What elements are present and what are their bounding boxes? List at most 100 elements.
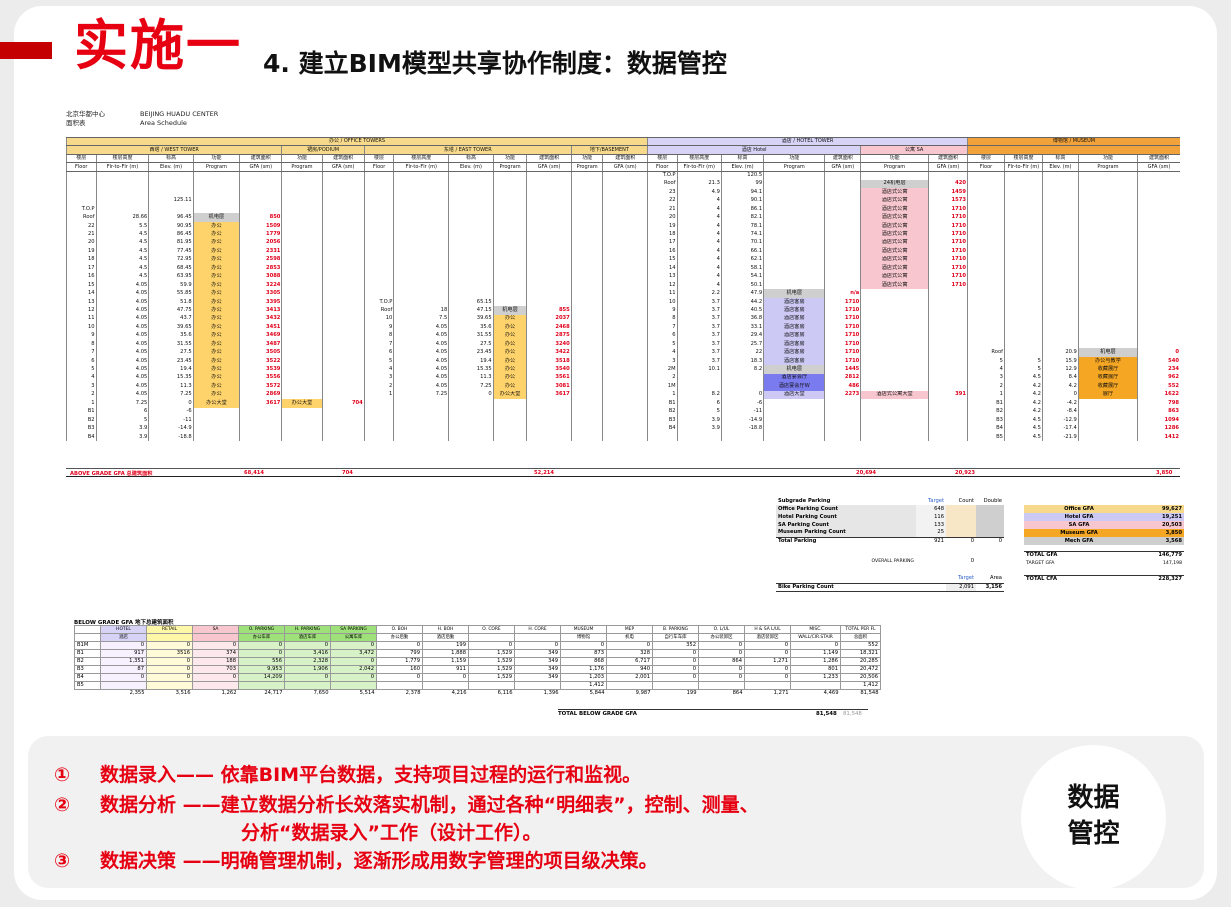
table-cell: B2 bbox=[66, 415, 97, 425]
table-cell: 机电层 bbox=[763, 365, 825, 374]
table-cell bbox=[1041, 188, 1079, 197]
below-grade-cell: 0 bbox=[284, 673, 331, 682]
table-cell bbox=[239, 188, 282, 197]
table-cell: 3.9 bbox=[676, 424, 722, 433]
table-cell bbox=[393, 289, 449, 298]
table-cell: 5 bbox=[646, 340, 678, 349]
table-cell bbox=[1077, 272, 1138, 281]
table-cell: 4 bbox=[676, 264, 722, 273]
table-cell bbox=[860, 365, 929, 374]
table-cell: 10 bbox=[646, 297, 678, 307]
table-cell bbox=[602, 230, 648, 239]
table-cell: 2 bbox=[967, 382, 1005, 391]
total-gfa-value: 146,779 bbox=[1134, 550, 1184, 559]
col-header-cn: 标高 bbox=[148, 153, 194, 164]
table-cell bbox=[393, 188, 449, 197]
table-cell: 4.2 bbox=[1003, 382, 1043, 391]
below-grade-cell bbox=[74, 633, 101, 642]
col-header-en: Elev. (m) bbox=[148, 162, 194, 172]
table-cell bbox=[570, 399, 603, 408]
table-cell bbox=[860, 331, 929, 340]
table-cell bbox=[526, 432, 572, 442]
bike-h-area: Area bbox=[990, 575, 1002, 582]
table-cell: 办公 bbox=[192, 238, 240, 248]
table-cell: 4.05 bbox=[95, 356, 149, 366]
col-header-en: GFA (sm) bbox=[602, 162, 648, 172]
table-cell bbox=[763, 415, 825, 425]
table-cell: 120.5 bbox=[720, 171, 764, 180]
table-cell bbox=[967, 331, 1005, 340]
table-cell: 办公 bbox=[192, 289, 240, 298]
table-cell: Roof bbox=[967, 348, 1005, 357]
table-cell: -11 bbox=[720, 407, 764, 416]
gfa-summary-cell: 20,503 bbox=[1161, 521, 1182, 528]
table-cell: 酒店客房 bbox=[763, 348, 825, 357]
col-header-cn: 标高 bbox=[720, 153, 764, 164]
below-grade-cell: 0 bbox=[330, 657, 377, 666]
table-cell bbox=[927, 289, 968, 298]
bike-h-target: Target bbox=[957, 575, 974, 582]
table-cell: 28.66 bbox=[95, 213, 149, 222]
table-cell: -18.8 bbox=[720, 424, 764, 433]
table-cell: 4.5 bbox=[1003, 424, 1043, 433]
table-cell bbox=[1137, 205, 1180, 214]
table-cell: 3.7 bbox=[676, 356, 722, 366]
table-cell: 4.5 bbox=[1003, 373, 1043, 383]
table-cell bbox=[393, 179, 449, 189]
table-cell bbox=[192, 179, 240, 189]
below-grade-cell: 1,203 bbox=[560, 673, 607, 682]
table-cell bbox=[492, 188, 527, 197]
below-grade-cell: 0 bbox=[652, 649, 699, 658]
table-cell bbox=[824, 171, 861, 180]
table-cell bbox=[363, 171, 394, 180]
table-cell bbox=[824, 221, 861, 231]
table-cell: B1 bbox=[967, 399, 1005, 408]
table-cell bbox=[448, 205, 494, 214]
table-cell: 4.05 bbox=[95, 289, 149, 298]
table-cell: 7.5 bbox=[393, 314, 449, 324]
table-cell bbox=[321, 407, 365, 416]
table-cell: 办公 bbox=[192, 297, 240, 307]
table-cell bbox=[363, 272, 394, 281]
table-cell bbox=[363, 407, 394, 416]
col-header-cn: 楼层 bbox=[66, 153, 97, 164]
table-cell: 酒店式公寓 bbox=[860, 238, 929, 248]
below-grade-cell bbox=[330, 681, 377, 690]
target-gfa-value: 147,198 bbox=[1163, 560, 1182, 566]
table-cell: 4.05 bbox=[95, 280, 149, 290]
table-cell bbox=[281, 247, 323, 256]
col-header-en: Floor bbox=[66, 162, 97, 172]
table-cell: 办公 bbox=[492, 348, 527, 357]
table-cell: 3.7 bbox=[676, 331, 722, 340]
table-cell: 3.9 bbox=[95, 424, 149, 433]
below-grade-cell: 0 bbox=[100, 673, 147, 682]
table-cell: B5 bbox=[967, 432, 1005, 442]
table-cell: 酒店宴会厅 bbox=[763, 373, 825, 383]
table-cell: 展厅 bbox=[1077, 390, 1138, 400]
table-cell: 5 bbox=[1003, 356, 1043, 366]
table-cell bbox=[526, 238, 572, 248]
table-cell bbox=[1137, 306, 1180, 315]
col-header-cn: 楼层 bbox=[363, 153, 394, 164]
table-cell: 4.5 bbox=[95, 264, 149, 273]
table-cell bbox=[526, 407, 572, 416]
table-cell: 19 bbox=[66, 247, 97, 256]
below-grade-cell: 1,412 bbox=[560, 681, 607, 690]
table-cell: 798 bbox=[1137, 399, 1180, 408]
table-cell: 65.15 bbox=[448, 297, 494, 307]
table-cell: 1710 bbox=[824, 297, 861, 307]
table-cell: 办公 bbox=[192, 365, 240, 374]
table-cell bbox=[321, 306, 365, 315]
table-cell bbox=[824, 188, 861, 197]
table-cell bbox=[239, 196, 282, 205]
table-cell bbox=[570, 306, 603, 315]
below-grade-cell: O. CORE bbox=[468, 625, 515, 634]
table-cell: 1710 bbox=[824, 323, 861, 332]
table-cell: 酒店式公寓 bbox=[860, 280, 929, 290]
gfa-summary-cell: Office GFA bbox=[1064, 505, 1094, 512]
table-cell bbox=[602, 221, 648, 231]
table-cell: 1710 bbox=[927, 213, 968, 222]
